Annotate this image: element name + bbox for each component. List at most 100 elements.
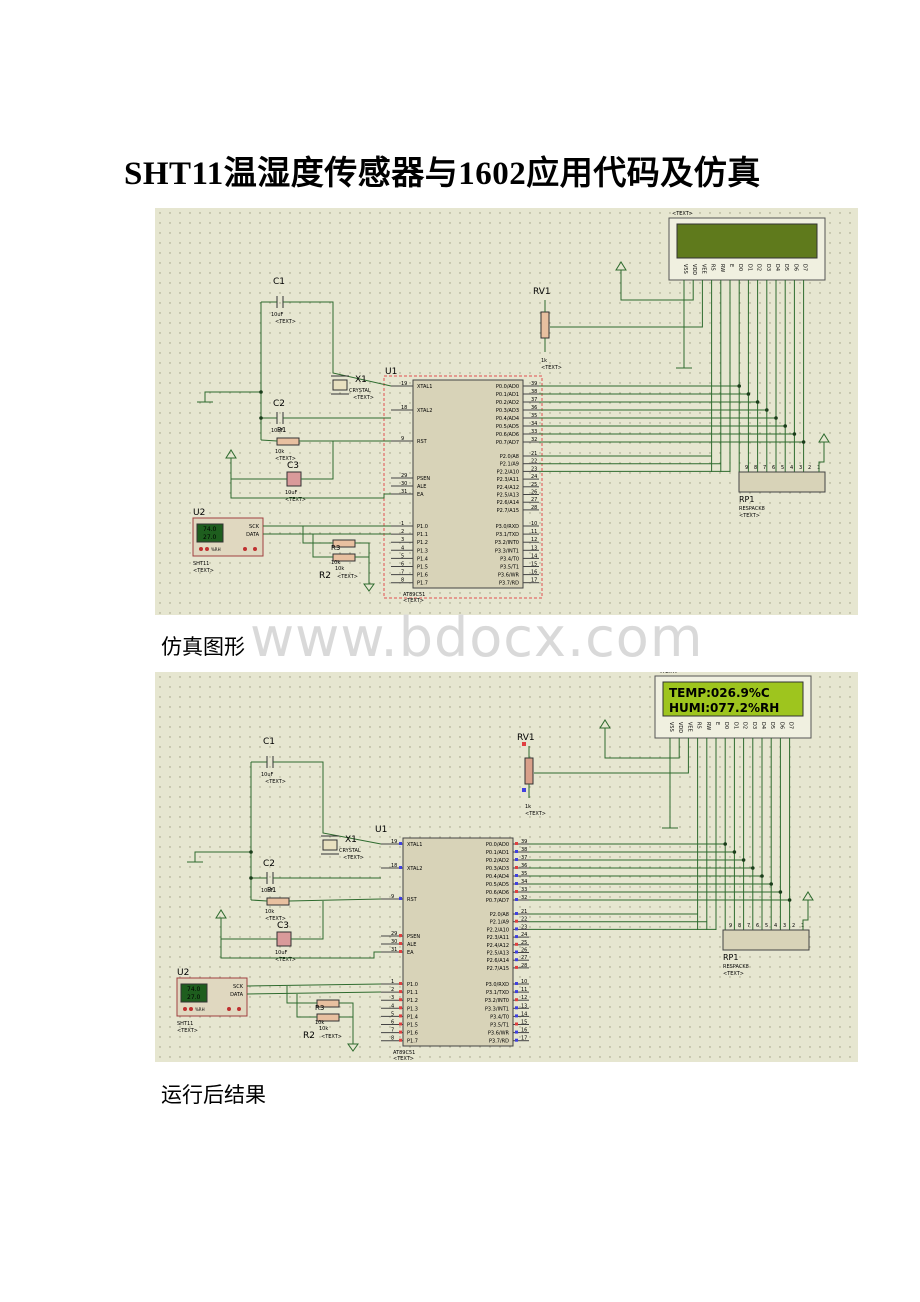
u1-pin-label: P2.1/A9	[500, 462, 519, 468]
sht11-button	[243, 547, 247, 551]
sht11-button	[189, 1007, 193, 1011]
u1-pin-label: P1.6	[417, 573, 428, 579]
u1-pin-number: 10	[521, 979, 527, 985]
u1-pin-number: 29	[401, 473, 407, 479]
u1-pin-label: P2.4/A12	[487, 943, 509, 949]
u1-pin-label: P3.4/T0	[490, 1014, 509, 1020]
pin-state	[515, 935, 518, 939]
u1-pin-number: 14	[531, 553, 537, 559]
pin-state	[515, 890, 518, 893]
u1-pin-number: 10	[531, 521, 537, 527]
u1-pin-number: 11	[531, 529, 537, 535]
lcd-pin-label: D6	[792, 264, 798, 271]
wire-ea	[220, 939, 381, 959]
sht11-unit: %RH	[195, 1007, 205, 1012]
sht11-pin-data: DATA	[246, 532, 259, 538]
watermark: www.bdocx.com	[250, 606, 704, 669]
document-title: SHT11温湿度传感器与1602应用代码及仿真	[124, 156, 761, 192]
u1-pin-number: 8	[391, 1036, 394, 1042]
lcd-pin-label: D6	[778, 722, 784, 729]
text-placeholder: <TEXT>	[541, 365, 562, 371]
u1-pin-number: 33	[531, 429, 537, 435]
lcd-pin-label: D5	[769, 722, 775, 729]
sht11-button	[205, 547, 209, 551]
lcd-pin-label: VDD	[691, 264, 697, 275]
u1-pin-number: 36	[521, 863, 527, 869]
u1-body	[402, 837, 514, 1047]
lcd-pin-label: VDD	[677, 722, 683, 733]
u1-pin-number: 27	[521, 955, 527, 961]
text-placeholder: <TEXT>	[337, 574, 358, 580]
text-placeholder: <TEXT>	[525, 811, 546, 817]
x1-body	[332, 379, 348, 391]
c1-ref: C1	[263, 737, 275, 747]
x1-ref: X1	[345, 835, 357, 845]
u1-pin-number: 30	[391, 939, 397, 945]
u1-pin-label: P0.2/AD2	[496, 400, 519, 406]
u1-pin-label: P3.4/T0	[500, 556, 519, 562]
sht11-display	[180, 983, 208, 1003]
pin-state	[515, 866, 518, 869]
junction-dot	[801, 440, 806, 444]
caption-simulation-figure: 仿真图形	[161, 635, 245, 659]
wire-sck	[246, 983, 382, 987]
junction-dot	[249, 850, 253, 854]
rp1-pin-number: 8	[754, 465, 757, 471]
u1-pin-number: 9	[401, 436, 404, 442]
sht11-button	[183, 1007, 187, 1011]
u1-pin-number: 7	[391, 1028, 394, 1034]
u1-pin-number: 14	[521, 1011, 527, 1017]
u1-pin-number: 13	[531, 545, 537, 551]
power-symbol	[215, 909, 227, 919]
junction-dot	[723, 842, 727, 846]
pin-state	[515, 882, 518, 885]
rp1-pin-number: 4	[774, 923, 777, 929]
power-symbol	[818, 433, 830, 443]
c1-value: 10uF	[261, 772, 274, 778]
u1-pin-number: 16	[531, 570, 537, 576]
lcd-pin-label: D1	[732, 722, 738, 729]
u1-pin-number: 9	[391, 894, 394, 900]
u1-pin-label: P1.2	[417, 540, 428, 546]
pin-state	[515, 982, 518, 985]
text-placeholder: <TEXT>	[672, 211, 693, 217]
u1-pin-number: 26	[531, 490, 537, 496]
rp1-pin-number: 7	[763, 465, 766, 471]
pin-state	[515, 1030, 518, 1034]
rp1-pin-number: 6	[756, 923, 759, 929]
rp1-pin-number: 3	[783, 923, 786, 929]
u1-pin-label: P3.2/INT0	[485, 998, 509, 1004]
lcd-pin-label: RS	[710, 264, 716, 271]
u1-pin-number: 37	[521, 855, 527, 861]
text-placeholder: <TEXT>	[193, 568, 214, 574]
u1-pin-number: 15	[521, 1020, 527, 1026]
u1-pin-label: XTAL2	[417, 408, 432, 414]
u1-body	[412, 379, 524, 589]
junction-dot	[769, 882, 773, 886]
r2-value: 10k	[335, 566, 344, 572]
u1-pin-number: 18	[391, 863, 397, 869]
u1-pin-label: P0.0/AD0	[496, 384, 519, 390]
lcd-pin-label: E	[714, 722, 720, 725]
junction-dot	[755, 400, 760, 404]
wire-rp1-common	[818, 442, 825, 472]
u1-pin-label: P2.0/A8	[500, 454, 519, 460]
junction-dot	[787, 898, 792, 902]
rp1-pin-number: 5	[781, 465, 784, 471]
power-symbol	[599, 719, 611, 729]
lcd-pin-label: D3	[751, 722, 757, 729]
u1-pin-number: 24	[531, 474, 537, 480]
c3-value: 10uF	[275, 950, 288, 956]
c2-ref: C2	[263, 859, 275, 869]
c3-body	[286, 471, 302, 487]
u1-pin-number: 5	[391, 1011, 394, 1017]
sht11-display	[196, 523, 224, 543]
u1-pin-number: 34	[531, 421, 537, 427]
r1-body	[276, 437, 300, 446]
probe-low	[522, 788, 526, 792]
sht11-part: SHT11	[177, 1021, 193, 1027]
u1-pin-label: P0.5/AD5	[496, 424, 519, 430]
u1-pin-number: 12	[531, 537, 537, 543]
u1-pin-label: P3.7/RD	[499, 581, 519, 587]
